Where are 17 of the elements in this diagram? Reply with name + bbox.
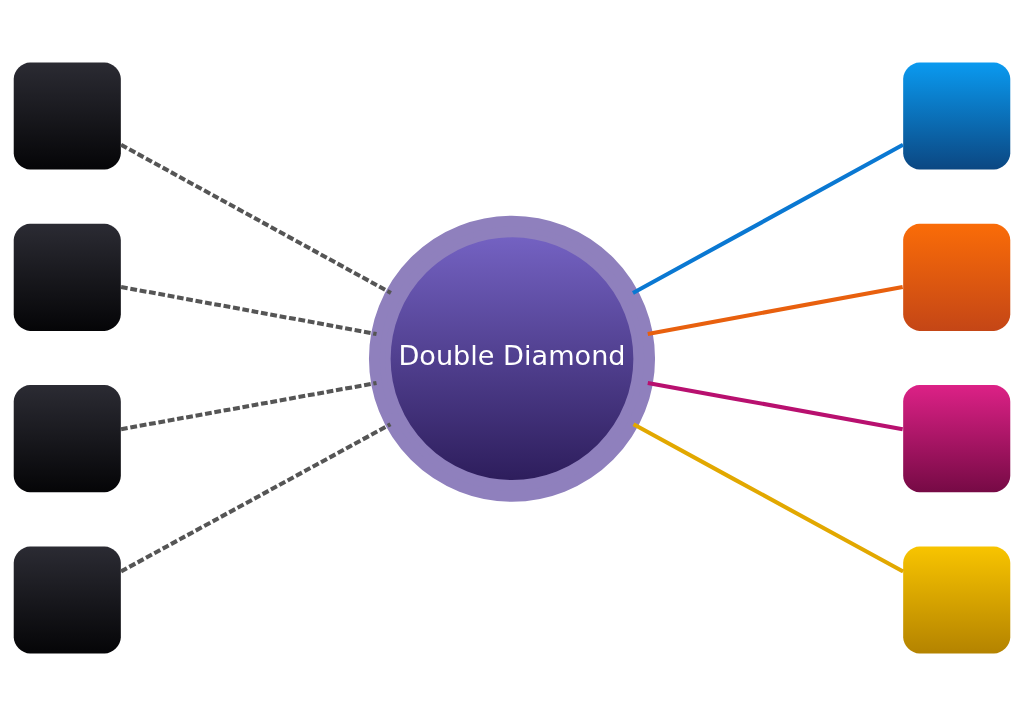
- node-picture: [903, 545, 1011, 654]
- connector: [647, 380, 904, 431]
- connector: [120, 284, 377, 336]
- node-picture: [903, 384, 1011, 492]
- node-picture: [903, 223, 1011, 331]
- connector: [120, 380, 377, 431]
- connector: [647, 284, 904, 336]
- connector: [632, 142, 904, 295]
- connector: [120, 422, 392, 573]
- connector: [120, 142, 392, 295]
- node-picture: [13, 223, 121, 331]
- node-picture: [903, 61, 1011, 170]
- node-circle: Double Diamond: [368, 215, 656, 502]
- connector: [632, 422, 905, 573]
- node-picture: [13, 545, 121, 654]
- node-picture: [13, 61, 121, 170]
- node-picture: [13, 384, 121, 492]
